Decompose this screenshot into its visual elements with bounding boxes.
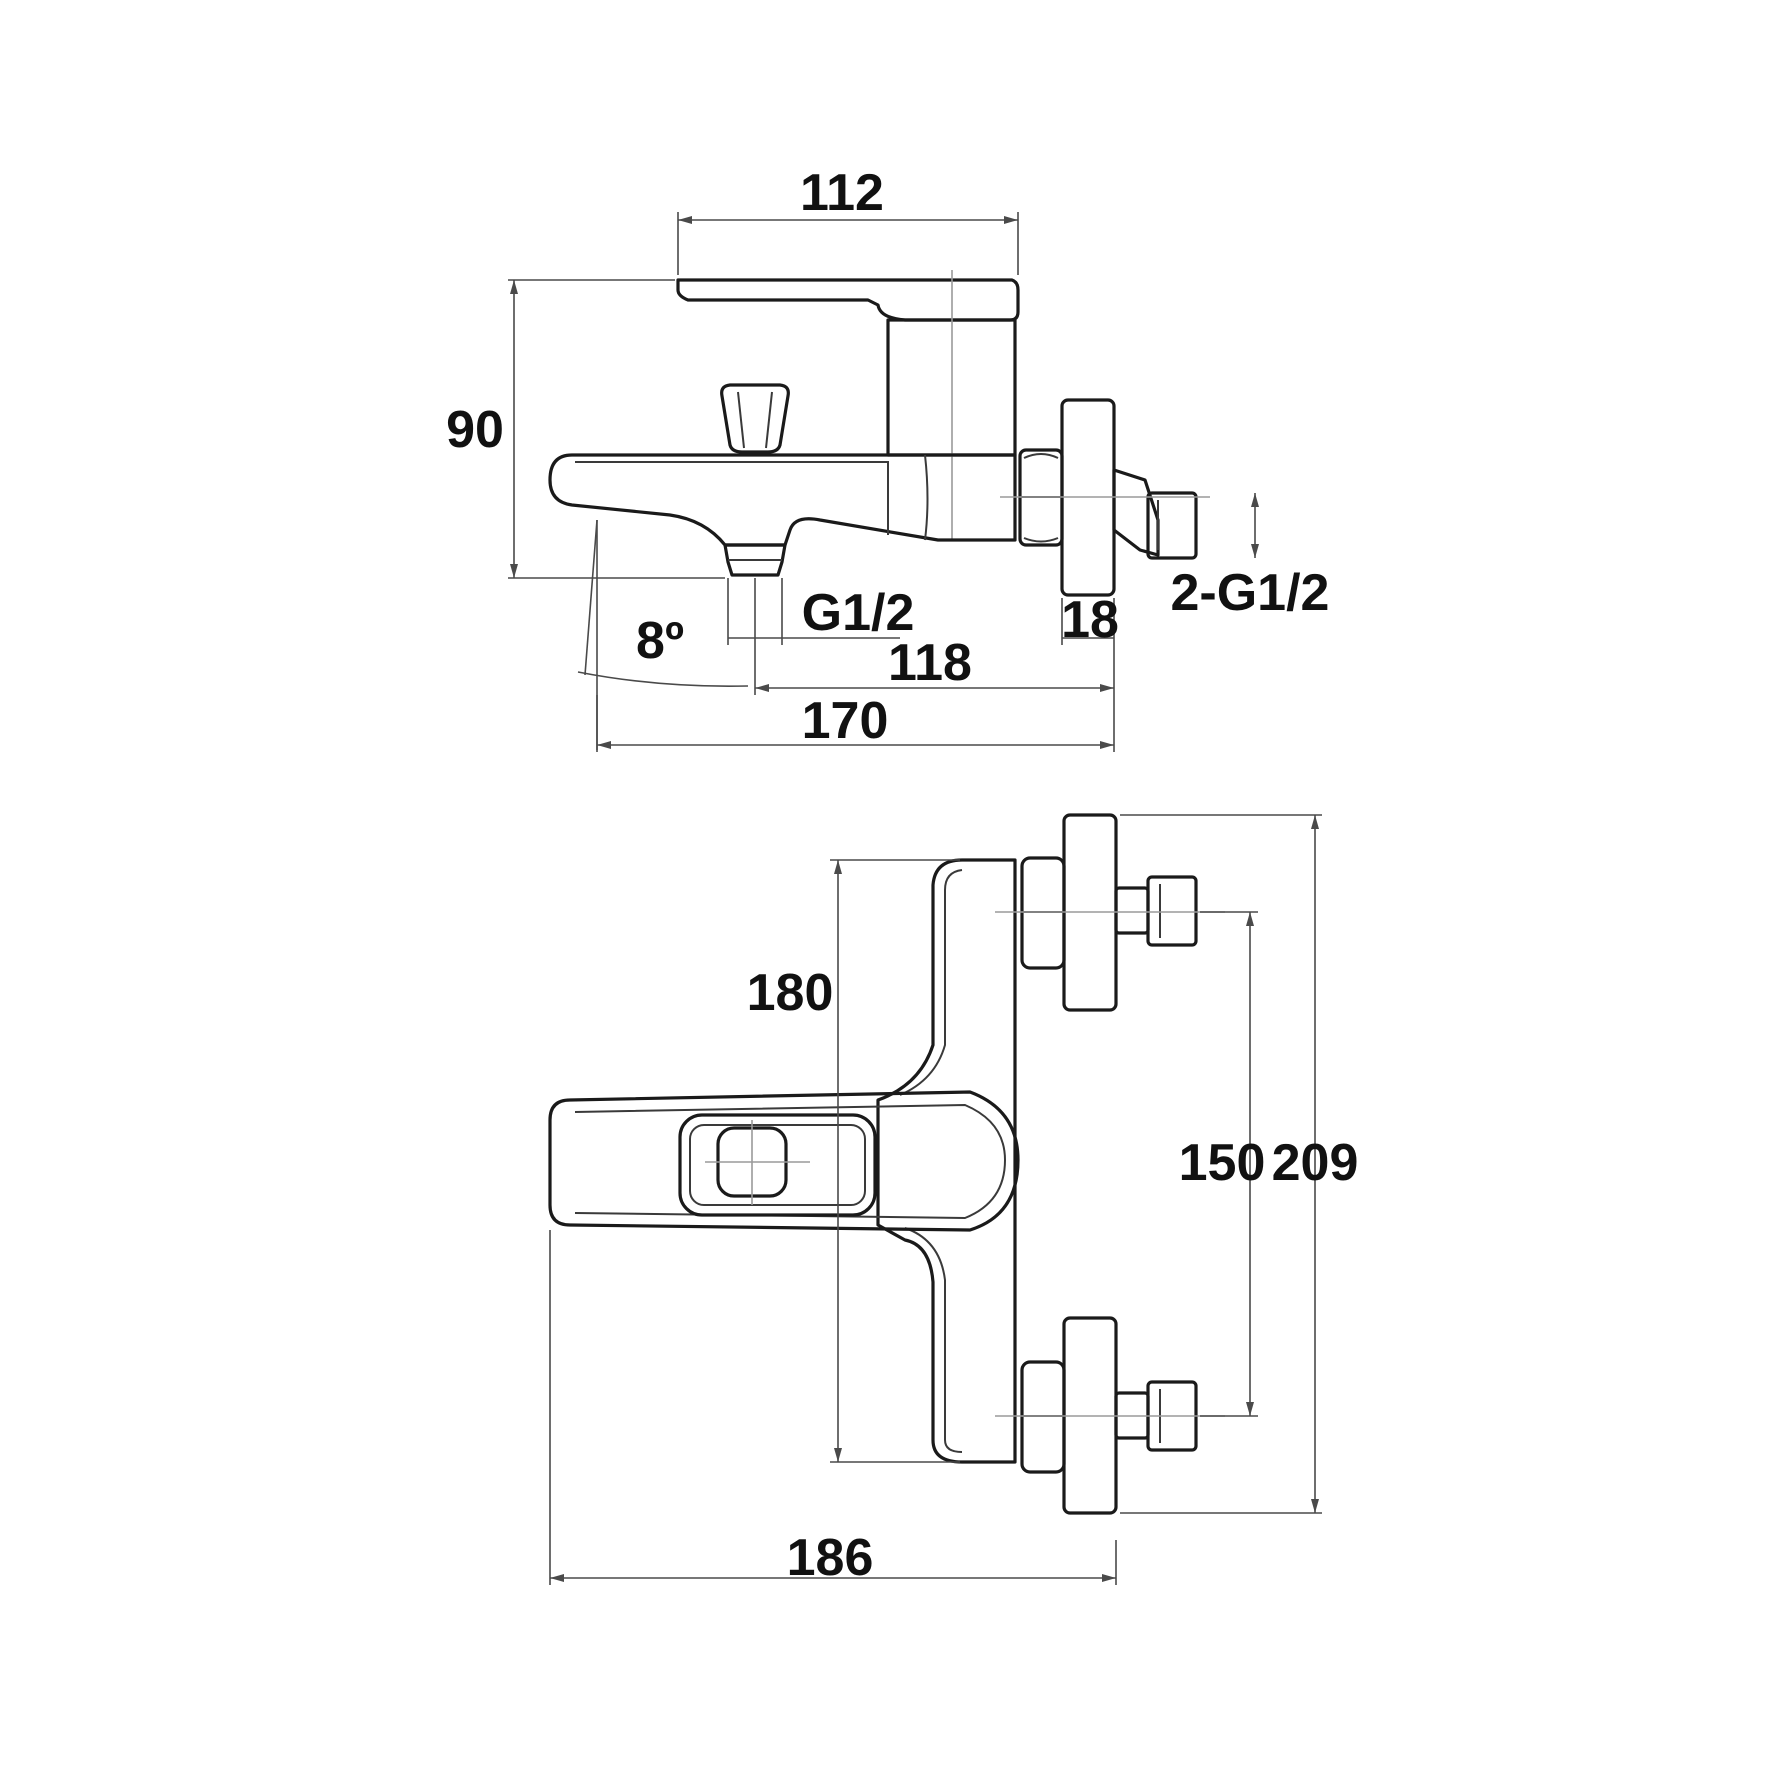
- dim-outlet-thread-label: G1/2: [802, 584, 915, 642]
- dim-118-label: 118: [888, 634, 972, 692]
- dim-180-label: 180: [747, 964, 834, 1022]
- dim-170-label: 170: [802, 692, 889, 750]
- dim-18-label: 18: [1061, 591, 1119, 649]
- eccentric-connector: [1112, 468, 1160, 557]
- side-view: 112 90 8º G1/2: [446, 164, 1329, 752]
- dim-112: 112: [677, 164, 1019, 275]
- mixer-body: [876, 858, 1017, 1464]
- dim-150: 150: [1179, 911, 1266, 1417]
- bottom-inlet-assembly: [995, 1316, 1225, 1515]
- inlet-connector: [1146, 491, 1198, 560]
- dim-inlet-thread: 2-G1/2: [1171, 493, 1330, 622]
- dim-18: 18: [1061, 591, 1119, 649]
- diverter-knob: [720, 383, 790, 454]
- dim-150-label: 150: [1179, 1134, 1266, 1192]
- dim-90: 90: [446, 279, 725, 579]
- front-view: 180 150 209 186: [548, 813, 1359, 1587]
- lever: [548, 1090, 1020, 1232]
- spout-outlet: [723, 543, 787, 577]
- dim-90-label: 90: [446, 401, 504, 459]
- dim-outlet-thread: G1/2: [727, 578, 915, 645]
- top-inlet-connector: [1146, 875, 1198, 947]
- dim-118: 118: [754, 578, 1115, 695]
- dim-170: 170: [596, 692, 1115, 752]
- dim-angle-label: 8º: [636, 612, 684, 670]
- dim-186: 186: [549, 1230, 1117, 1587]
- dim-inlet-thread-label: 2-G1/2: [1171, 564, 1330, 622]
- dim-209: 209: [1120, 814, 1359, 1514]
- top-inlet-assembly: [995, 813, 1225, 1012]
- dim-180: 180: [747, 859, 960, 1463]
- handle-lever: [676, 278, 1020, 322]
- dim-112-label: 112: [800, 164, 884, 222]
- dim-angle: 8º: [577, 519, 749, 750]
- spout: [548, 453, 1017, 547]
- dim-186-label: 186: [787, 1529, 874, 1587]
- lever-window: [678, 1113, 877, 1217]
- dim-209-label: 209: [1272, 1134, 1359, 1192]
